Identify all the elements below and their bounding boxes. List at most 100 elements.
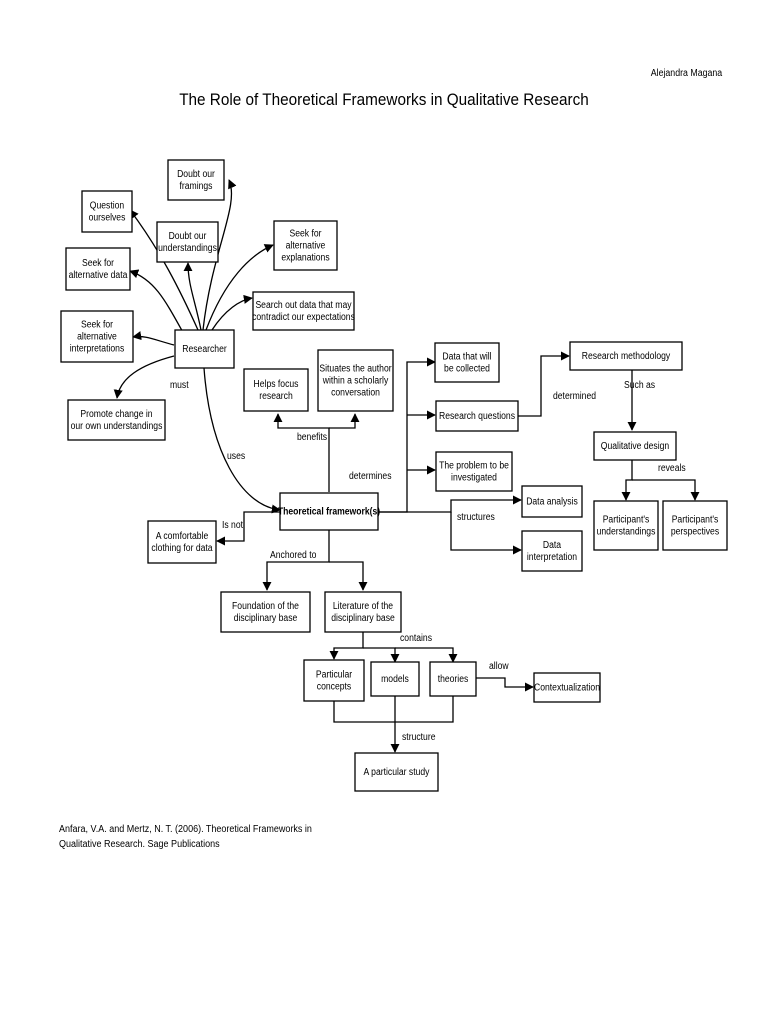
node-label: Data analysis <box>526 497 578 508</box>
label-reveals: reveals <box>658 463 686 474</box>
node-box <box>60 310 134 363</box>
node-label: Qualitative design <box>601 441 669 452</box>
node-box <box>273 220 338 271</box>
node-label: Participant's <box>603 515 650 526</box>
edge-researcher-question-ourselves <box>129 209 199 331</box>
node-data-analysis: Data analysis <box>521 485 583 518</box>
node-label: disciplinary base <box>331 613 395 624</box>
node-researcher: Researcher <box>174 329 235 369</box>
node-box <box>521 485 583 518</box>
label-must: must <box>170 380 189 391</box>
label-structures: structures <box>457 512 495 523</box>
citation: Anfara, V.A. and Mertz, N. T. (2006). Th… <box>59 822 312 852</box>
author-name: Alejandra Magana <box>650 68 722 79</box>
node-label: Literature of the <box>333 601 394 612</box>
label-allow: allow <box>489 661 509 672</box>
node-theoretical-framework: Theoretical framework(s) <box>278 492 380 531</box>
node-label: Seek for <box>81 320 114 331</box>
page-title: The Role of Theoretical Frameworks in Qu… <box>179 90 589 109</box>
node-label: Doubt our <box>169 231 207 242</box>
node-box <box>435 451 513 492</box>
node-label: theories <box>438 674 469 685</box>
edge-researcher-uses-framework <box>203 367 281 514</box>
node-box <box>220 591 311 633</box>
node-label: Data <box>543 540 562 551</box>
edge-questions-methodology <box>518 351 570 417</box>
node-box <box>533 672 601 703</box>
node-label: models <box>381 674 409 685</box>
node-label: Particular <box>316 670 353 681</box>
node-box <box>303 659 365 702</box>
node-label: Foundation of the <box>232 601 299 612</box>
node-research-methodology: Research methodology <box>569 341 683 371</box>
node-label: Contextualization <box>534 683 600 694</box>
node-box <box>662 500 728 551</box>
edge-researcher-promote-change <box>113 355 175 399</box>
node-label: Participant's <box>672 515 719 526</box>
node-label: Question <box>90 201 124 212</box>
node-box <box>324 591 402 633</box>
edge-contains-trunk <box>329 632 364 660</box>
node-label: Search out data that may <box>255 300 351 311</box>
node-label: Seek for <box>82 258 115 269</box>
node-label: disciplinary base <box>234 613 298 624</box>
node-box <box>156 221 219 263</box>
edge-researcher-doubt-understandings <box>183 262 202 331</box>
node-label: research <box>259 391 293 402</box>
node-label: Research questions <box>439 411 515 422</box>
edge-researcher-doubt-framings <box>202 179 237 331</box>
edge-researcher-seek-explanations <box>205 244 274 331</box>
node-label: clothing for data <box>151 543 213 554</box>
node-box <box>370 661 420 697</box>
node-box <box>67 399 166 441</box>
edge-framework-data-analysis <box>378 495 522 513</box>
node-label: be collected <box>444 364 490 375</box>
citation-line-1: Anfara, V.A. and Mertz, N. T. (2006). Th… <box>59 824 312 835</box>
node-label: A particular study <box>364 767 430 778</box>
connector-lines <box>113 179 700 753</box>
node-label: Theoretical framework(s) <box>278 507 380 518</box>
node-label: Promote change in <box>80 409 152 420</box>
node-label: conversation <box>331 388 380 399</box>
label-contains: contains <box>400 633 432 644</box>
node-label: perspectives <box>671 527 719 538</box>
node-label: Seek for <box>290 229 323 240</box>
node-label: understandings <box>158 243 217 254</box>
node-label: investigated <box>451 473 497 484</box>
edge-framework-situates <box>329 413 360 429</box>
edge-design-reveals-trunk <box>621 460 633 501</box>
label-structure: structure <box>402 732 436 743</box>
node-label: The problem to be <box>439 461 509 472</box>
edge-design-perspectives <box>632 479 700 501</box>
edge-anchored-literature <box>329 561 368 591</box>
node-label: A comfortable <box>156 531 209 542</box>
node-label: understandings <box>597 527 656 538</box>
node-label: alternative <box>286 241 326 252</box>
node-models: models <box>370 661 420 697</box>
node-box <box>174 329 235 369</box>
label-such-as: Such as <box>624 380 655 391</box>
label-determined: determined <box>553 391 596 402</box>
node-box <box>243 368 309 412</box>
label-anchored-to: Anchored to <box>270 550 317 561</box>
edge-researcher-seek-data <box>129 269 186 337</box>
node-box <box>569 341 683 371</box>
edge-framework-data-interpretation <box>450 512 522 555</box>
